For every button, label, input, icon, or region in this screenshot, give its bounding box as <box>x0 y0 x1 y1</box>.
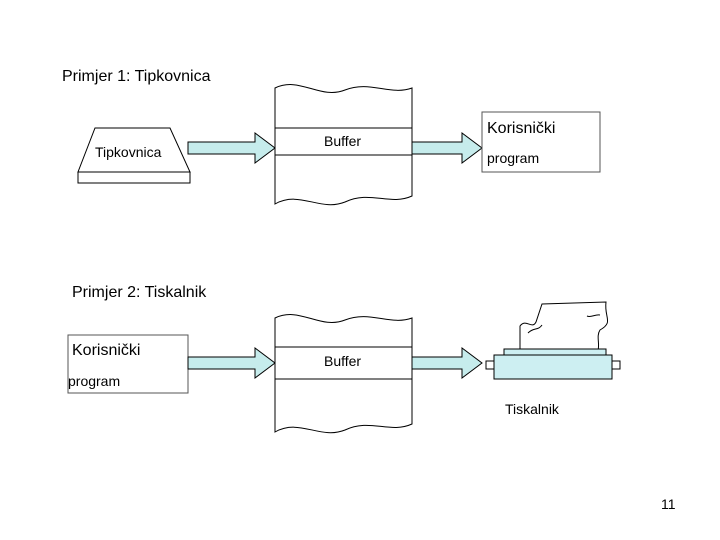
example1-title: Primjer 1: Tipkovnica <box>62 68 211 85</box>
user-program-label-line2: program <box>68 373 120 389</box>
keyboard-label: Tipkovnica <box>95 144 162 160</box>
arrow-buffer-to-program <box>411 132 483 164</box>
printer-label: Tiskalnik <box>505 401 560 417</box>
user-program-label-line1: Korisnički <box>72 342 140 359</box>
buffer-scroll <box>274 84 413 206</box>
user-program-label-line1: Korisnički <box>487 120 555 137</box>
user-program-box <box>481 111 601 173</box>
arrow-buffer-to-printer <box>411 347 483 379</box>
user-program-box <box>67 334 189 394</box>
user-program-label-line2: program <box>487 150 539 166</box>
printer-icon <box>485 301 621 380</box>
buffer-label: Buffer <box>324 133 361 149</box>
example2-title: Primjer 2: Tiskalnik <box>72 284 207 301</box>
buffer-scroll <box>274 314 413 434</box>
keyboard-icon <box>77 127 191 184</box>
page-number: 11 <box>661 496 676 512</box>
arrow-keyboard-to-buffer <box>187 132 276 164</box>
buffer-label: Buffer <box>324 353 361 369</box>
arrow-program-to-buffer <box>187 347 276 379</box>
